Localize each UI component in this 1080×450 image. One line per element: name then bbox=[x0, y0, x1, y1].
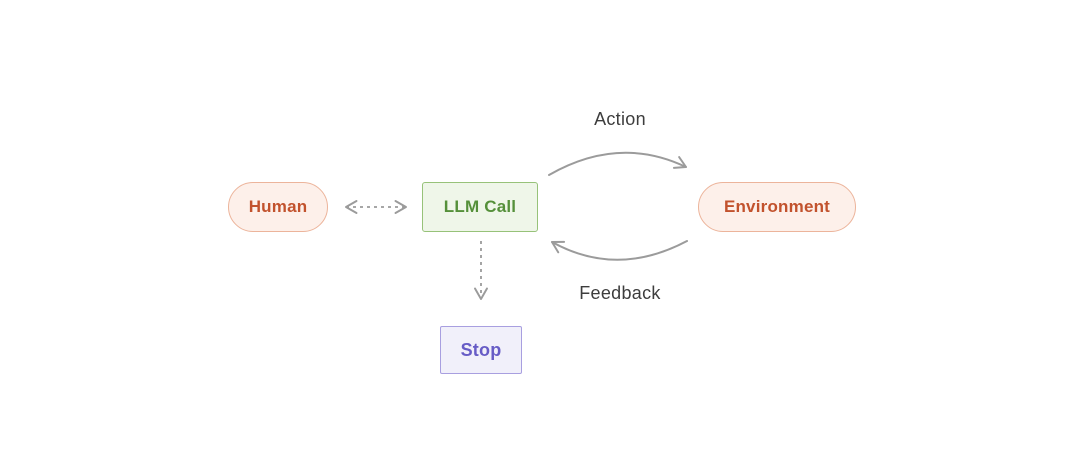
node-stop-label: Stop bbox=[460, 339, 502, 360]
feedback-arc-arrow bbox=[551, 240, 688, 261]
action-arc-arrow bbox=[548, 151, 687, 176]
node-stop: Stop bbox=[440, 326, 522, 374]
feedback-edge-label: Feedback bbox=[579, 283, 661, 303]
node-human-label: Human bbox=[248, 197, 308, 216]
node-llm-call: LLM Call bbox=[422, 182, 538, 232]
node-llm-call-label: LLM Call bbox=[443, 197, 517, 216]
node-environment-label: Environment bbox=[723, 197, 831, 216]
node-human: Human bbox=[228, 182, 328, 232]
node-environment: Environment bbox=[698, 182, 856, 232]
action-edge-label: Action bbox=[594, 109, 646, 129]
